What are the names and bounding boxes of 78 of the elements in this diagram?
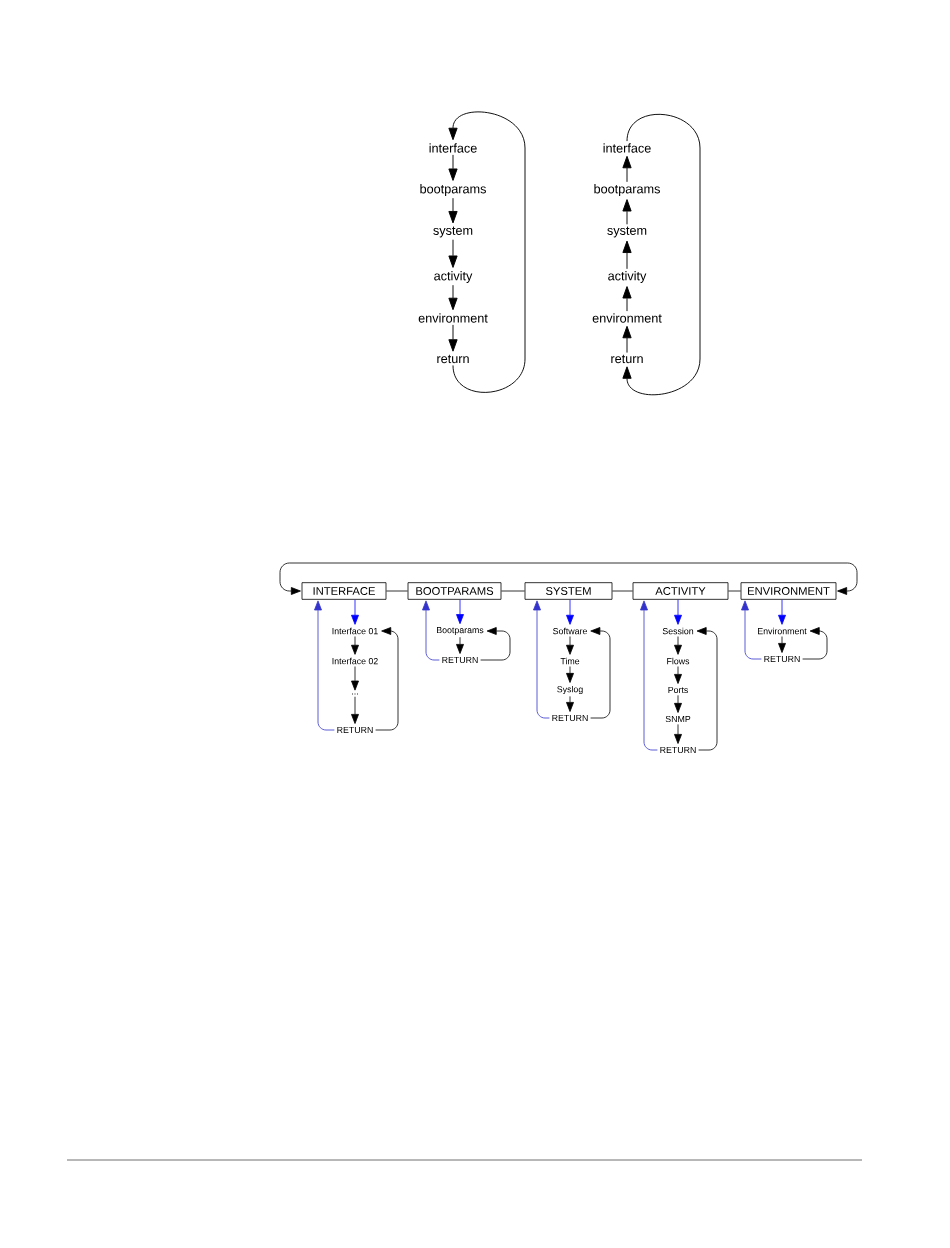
arrow <box>351 636 359 655</box>
connector-line <box>386 590 408 592</box>
loop-arrow <box>375 627 399 731</box>
menu-item: Software <box>553 627 587 635</box>
menu-item: Session <box>662 627 694 635</box>
arrow <box>622 325 632 354</box>
loop-arrow <box>480 627 511 661</box>
label-text: environment <box>418 313 488 323</box>
label-text: bootparams <box>594 184 660 196</box>
arrow <box>566 636 574 655</box>
arrow <box>456 636 464 654</box>
arrow <box>456 599 464 625</box>
menu-item: ... <box>352 693 358 695</box>
menu-item: RETURN <box>764 655 800 663</box>
arrow <box>778 636 786 653</box>
return-arrow <box>314 600 335 731</box>
label-text: activity <box>434 271 473 283</box>
label-text: activity <box>608 271 647 283</box>
arrow <box>778 599 786 625</box>
menu-item: SNMP <box>665 715 691 723</box>
connector-line <box>612 590 633 592</box>
arrow <box>674 636 682 655</box>
loop-arrow <box>279 562 858 595</box>
loop-arrow <box>802 627 828 660</box>
return-arrow <box>533 600 550 719</box>
arrow <box>674 694 682 713</box>
arrow <box>448 154 458 181</box>
label-text: environment <box>592 313 662 323</box>
menu-box: ENVIRONMENT <box>740 582 837 600</box>
label-text: system <box>607 226 647 238</box>
menu-item: Ports <box>668 686 688 694</box>
arrow <box>622 199 632 225</box>
connector-line <box>501 590 525 592</box>
arrow <box>674 724 682 744</box>
arrow <box>351 696 359 724</box>
label-text: bootparams <box>420 184 486 196</box>
menu-item: Bootparams <box>437 627 484 635</box>
label-text: system <box>433 226 473 238</box>
arrow <box>351 666 359 691</box>
connector-line <box>728 590 741 592</box>
return-arrow <box>741 600 762 660</box>
menu-item: RETURN <box>442 656 478 664</box>
menu-item: RETURN <box>552 714 588 722</box>
arrow <box>566 599 574 625</box>
label-text: return <box>611 354 643 364</box>
menu-item: Interface 02 <box>332 657 378 665</box>
menu-item: RETURN <box>337 726 373 734</box>
menu-box: INTERFACE <box>301 582 387 600</box>
menu-item: Flows <box>667 657 690 665</box>
arrow <box>448 284 458 311</box>
arrow <box>448 197 458 224</box>
arrow <box>566 666 574 683</box>
loop-arrow <box>448 111 526 393</box>
label-text: return <box>437 354 469 364</box>
arrow <box>674 666 682 684</box>
loop-arrow <box>590 627 611 719</box>
arrow <box>622 286 632 312</box>
menu-item: Syslog <box>557 685 583 695</box>
arrow <box>622 155 632 183</box>
loop-arrow <box>696 627 718 751</box>
return-arrow <box>640 600 658 751</box>
loop-arrow <box>622 114 701 396</box>
return-arrow <box>422 600 440 661</box>
menu-item: Time <box>560 657 580 665</box>
menu-item: RETURN <box>660 746 696 754</box>
menu-box: ACTIVITY <box>632 582 729 600</box>
arrow <box>674 599 682 625</box>
arrow <box>351 599 359 625</box>
label-text: interface <box>603 143 651 153</box>
menu-box: BOOTPARAMS <box>407 582 502 600</box>
arrow <box>622 240 632 270</box>
label-text: interface <box>429 143 477 153</box>
arrow <box>566 695 574 712</box>
arrow <box>448 324 458 352</box>
menu-item: Interface 01 <box>332 627 378 635</box>
arrow <box>448 239 458 268</box>
menu-box: SYSTEM <box>524 582 613 600</box>
menu-item: Environment <box>758 627 807 635</box>
